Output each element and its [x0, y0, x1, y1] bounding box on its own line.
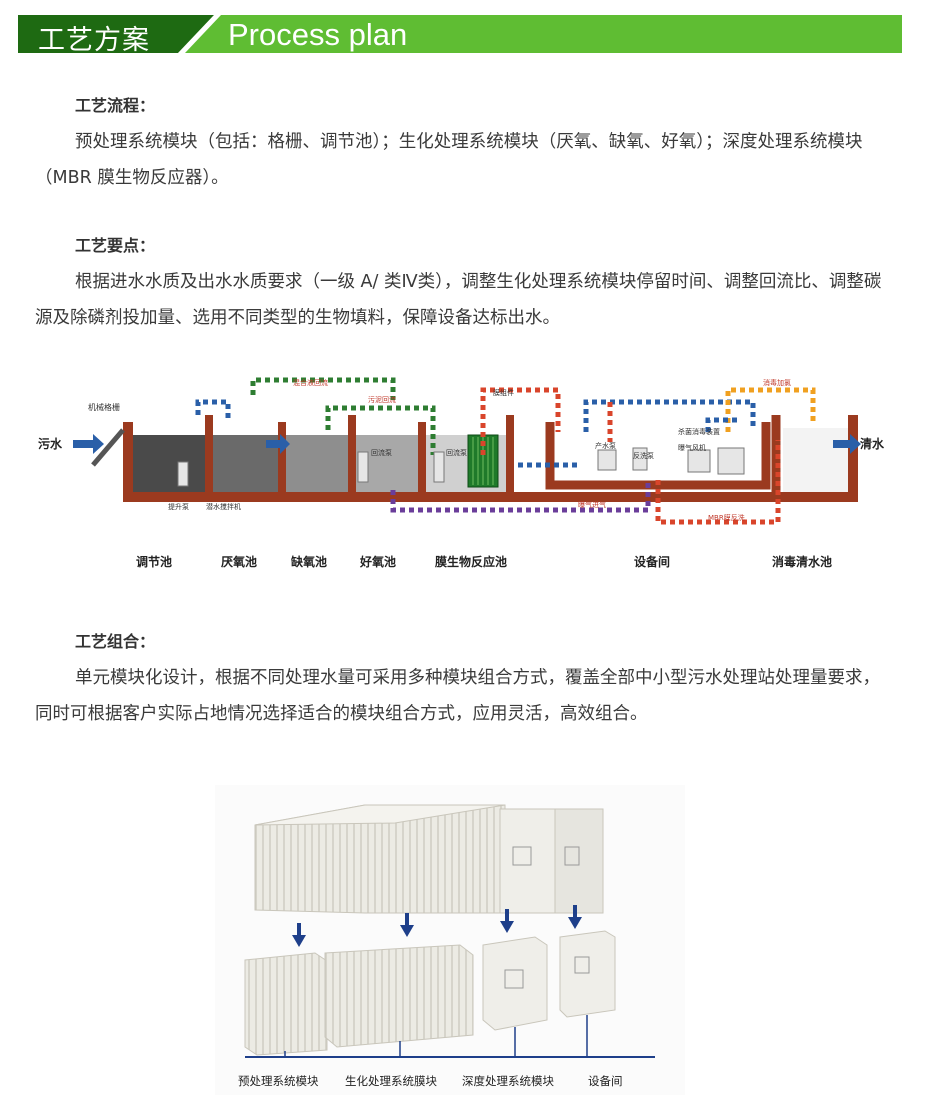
- equipment-room-module: [559, 930, 616, 1018]
- biochemical-module: [324, 944, 474, 1048]
- divider-wall: [205, 415, 213, 495]
- tank-label: 好氧池: [359, 554, 396, 569]
- section-banner: 工艺方案 Process plan: [18, 15, 902, 56]
- module-label: 生化处理系统膜块: [345, 1074, 437, 1088]
- equipment-label: 回流泵: [446, 448, 467, 457]
- divider-wall: [418, 422, 426, 495]
- mechanical-screen: [91, 428, 125, 467]
- tank-label: 调节池: [136, 554, 172, 569]
- tank-floor: [123, 492, 858, 502]
- equipment-label: 曝气风机: [678, 443, 706, 452]
- module-label: 深度处理系统模块: [462, 1074, 554, 1088]
- water-clear: [783, 428, 848, 492]
- section-title: 工艺组合：: [75, 632, 156, 651]
- divider-wall: [506, 415, 514, 495]
- section-body: 根据进水水质及出水水质要求（一级 A/ 类Ⅳ类），调整生化处理系统模块停留时间、…: [35, 272, 882, 328]
- process-flow-section: 工艺流程： 预处理系统模块（包括：格栅、调节池）；生化处理系统模块（厌氧、缺氧、…: [35, 92, 885, 196]
- outlet-label: 清水: [860, 436, 885, 451]
- tank-label: 设备间: [634, 554, 670, 569]
- screen-label: 机械格栅: [88, 402, 120, 412]
- pipe-label: 曝气进气: [578, 500, 606, 509]
- inlet-label: 污水: [38, 436, 63, 451]
- process-flow-diagram: 污水 清水 机械格栅 提升泵 潜水搅拌机 回流泵 回流泵 产水泵 反洗泵 杀菌消…: [38, 370, 888, 580]
- module-label: 预处理系统模块: [238, 1074, 319, 1088]
- tank-wall: [848, 415, 858, 500]
- water-equalization: [133, 435, 205, 492]
- banner-title-en: Process plan: [228, 17, 408, 52]
- tank-label: 消毒清水池: [772, 554, 832, 569]
- equipment-label: 反洗泵: [633, 451, 654, 460]
- equipment-label: 杀菌消毒装置: [678, 427, 720, 436]
- section-body: 单元模块化设计，根据不同处理水量可采用多种模块组合方式，覆盖全部中小型污水处理站…: [35, 668, 880, 724]
- equipment-label: 提升泵: [168, 502, 189, 511]
- module-label: 设备间: [588, 1074, 623, 1088]
- advanced-treatment-module: [482, 936, 548, 1031]
- pretreatment-module: [244, 952, 328, 1056]
- pipe-label: 混合液回流: [293, 378, 328, 387]
- tank-label: 膜生物反应池: [435, 554, 507, 569]
- tank-wall: [123, 422, 133, 500]
- equipment-label: 产水泵: [595, 441, 616, 450]
- banner-title-cn: 工艺方案: [38, 25, 150, 56]
- pipe-label: MBR膜反洗: [708, 513, 745, 522]
- assembled-modules: [254, 804, 604, 914]
- divider-wall: [348, 415, 356, 495]
- pipe-label: 膜组件: [493, 388, 514, 397]
- module-combination-illustration: 预处理系统模块 生化处理系统膜块 深度处理系统模块 设备间: [215, 785, 685, 1095]
- section-title: 工艺流程：: [75, 96, 156, 115]
- equipment-label: 回流泵: [371, 448, 392, 457]
- tank-label: 厌氧池: [221, 554, 257, 569]
- divider-wall: [278, 422, 286, 495]
- equipment-label: 潜水搅拌机: [206, 502, 241, 511]
- section-title: 工艺要点：: [75, 236, 156, 255]
- section-body: 预处理系统模块（包括：格栅、调节池）；生化处理系统模块（厌氧、缺氧、好氧）；深度…: [35, 132, 863, 188]
- banner-background: [18, 15, 902, 53]
- pipe-label: 消毒加氯: [763, 378, 791, 387]
- tank-label: 缺氧池: [291, 554, 327, 569]
- water-anoxic: [286, 435, 348, 492]
- process-key-points-section: 工艺要点： 根据进水水质及出水水质要求（一级 A/ 类Ⅳ类），调整生化处理系统模…: [35, 232, 885, 336]
- process-combination-section: 工艺组合： 单元模块化设计，根据不同处理水量可采用多种模块组合方式，覆盖全部中小…: [35, 628, 885, 732]
- pipe-label: 污泥回流: [368, 395, 396, 404]
